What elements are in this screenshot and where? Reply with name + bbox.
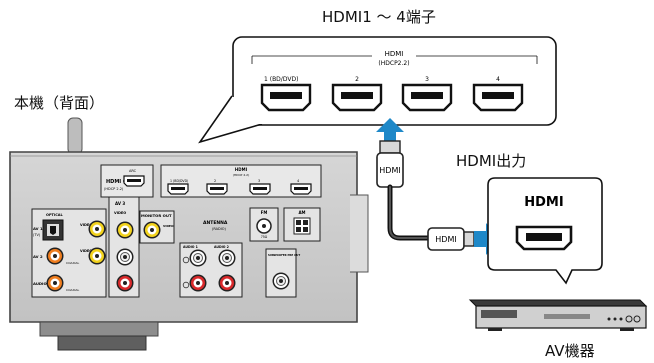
rear-coaxial-label-2: COAXIAL [66,288,79,292]
rear-audio2-label: AUDIO 2 [214,245,229,249]
rear-audio-label: AUDIO [33,281,47,286]
rear-audio-coaxial-jack [46,274,64,292]
rear-hdmi-port-label-3: 3 [258,179,260,183]
rear-hdmi-port-4 [290,183,312,195]
rear-video-label-4: VIDEO [163,224,174,228]
hdmi-terminals-title: HDMI1 ～ 4端子 [322,8,436,26]
hdmi-ports-callout: HDMI (HDCP2.2) 1 (BD/DVD) 2 3 4 [198,36,557,144]
rear-hdmi-port-2 [206,183,228,195]
rear-hdmi-port-label-4: 4 [297,179,300,183]
rear-optical-label: OPTICAL [46,213,64,217]
hdmi-cable: HDMI HDMI [376,118,500,255]
rear-audio1-left-jack [189,249,207,267]
hdmi-output-label: HDMI出力 [456,152,527,170]
rear-hdmi-header: HDMI [235,167,248,172]
rear-subwoofer-label: SUBWOOFER PRE OUT [268,253,300,257]
rear-audio1-label: AUDIO 1 [183,245,198,249]
rear-video-label-1: VIDEO [80,223,92,227]
rear-audio1-right-jack [189,274,207,292]
main-unit-back-label: 本機（背面） [14,94,105,112]
rear-audio2-left-jack [218,249,236,267]
callout-port-label-1: 1 (BD/DVD) [264,76,298,83]
rear-av2-coaxial-jack [46,247,64,265]
rear-video-label-3: VIDEO [114,211,126,215]
rear-hdmi-out-sub: (HDCP 2.2) [104,187,124,191]
callout-port-label-3: 3 [425,76,429,83]
callout-port-label-4: 4 [496,76,500,83]
rear-monitor-out-jack [143,221,161,239]
hdmi-port-1 [260,83,312,112]
rear-hdmi-out-label: HDMI OUT [106,179,135,185]
rear-av2-label: AV 2 [33,254,43,259]
rear-hdmi-port-3 [249,183,271,195]
rear-am-label: AM [298,210,305,215]
rear-av2-video-jack [88,247,106,265]
rear-audio2-right-jack [218,274,236,292]
rear-av3-video-jack [116,221,134,239]
av-device-player [468,299,648,331]
receiver-rear-panel: HDMI OUT (HDCP 2.2) ARC HDMI (HDCP 2.2) … [9,117,369,351]
rear-av1-sub: (TV) [33,233,41,237]
rear-antenna-label: ANTENNA [203,220,228,226]
hdmi-port-4 [472,83,524,112]
rear-subwoofer-jack [272,272,290,290]
rear-av1-video-jack [88,220,106,238]
rear-hdmi-port-label-2: 2 [214,179,216,183]
callout-port-label-2: 2 [355,76,359,83]
device-hdmi-callout: HDMI [487,177,603,285]
cable-tag-bottom: HDMI [435,235,456,244]
rear-coaxial-label-1: COAXIAL [66,261,79,265]
rear-av3-audio-left-jack [116,248,134,266]
rear-monitor-out-label: MONITOR OUT [141,213,172,218]
rear-hdmi-port-label-1: 1 (BD/DVD) [170,179,188,183]
rear-fm-ohm: 75Ω [261,235,268,239]
rear-hdmi-sub: (HDCP 2.2) [233,173,250,177]
rear-antenna-sub: (RADIO) [212,227,227,231]
callout-hdcp-subheader: (HDCP2.2) [378,60,409,67]
callout-hdmi-header: HDMI [385,50,404,58]
cable-tag-top: HDMI [379,166,400,175]
hdmi-port-2 [331,83,383,112]
rear-hdmi-port-1 [167,183,189,195]
hdmi-port-3 [401,83,453,112]
rear-av3-audio-right-jack [116,274,134,292]
rear-fm-label: FM [261,210,268,215]
rear-av1-label: AV 1 [33,226,43,231]
rear-video-label-2: VIDEO [80,249,92,253]
rear-hdmi-out-port [123,175,145,187]
rear-arc-label: ARC [129,169,137,173]
rear-av3-label: AV 3 [115,201,125,206]
device-hdmi-header: HDMI [524,195,563,210]
av-device-label: AV機器 [545,342,595,360]
device-hdmi-port [526,233,562,241]
